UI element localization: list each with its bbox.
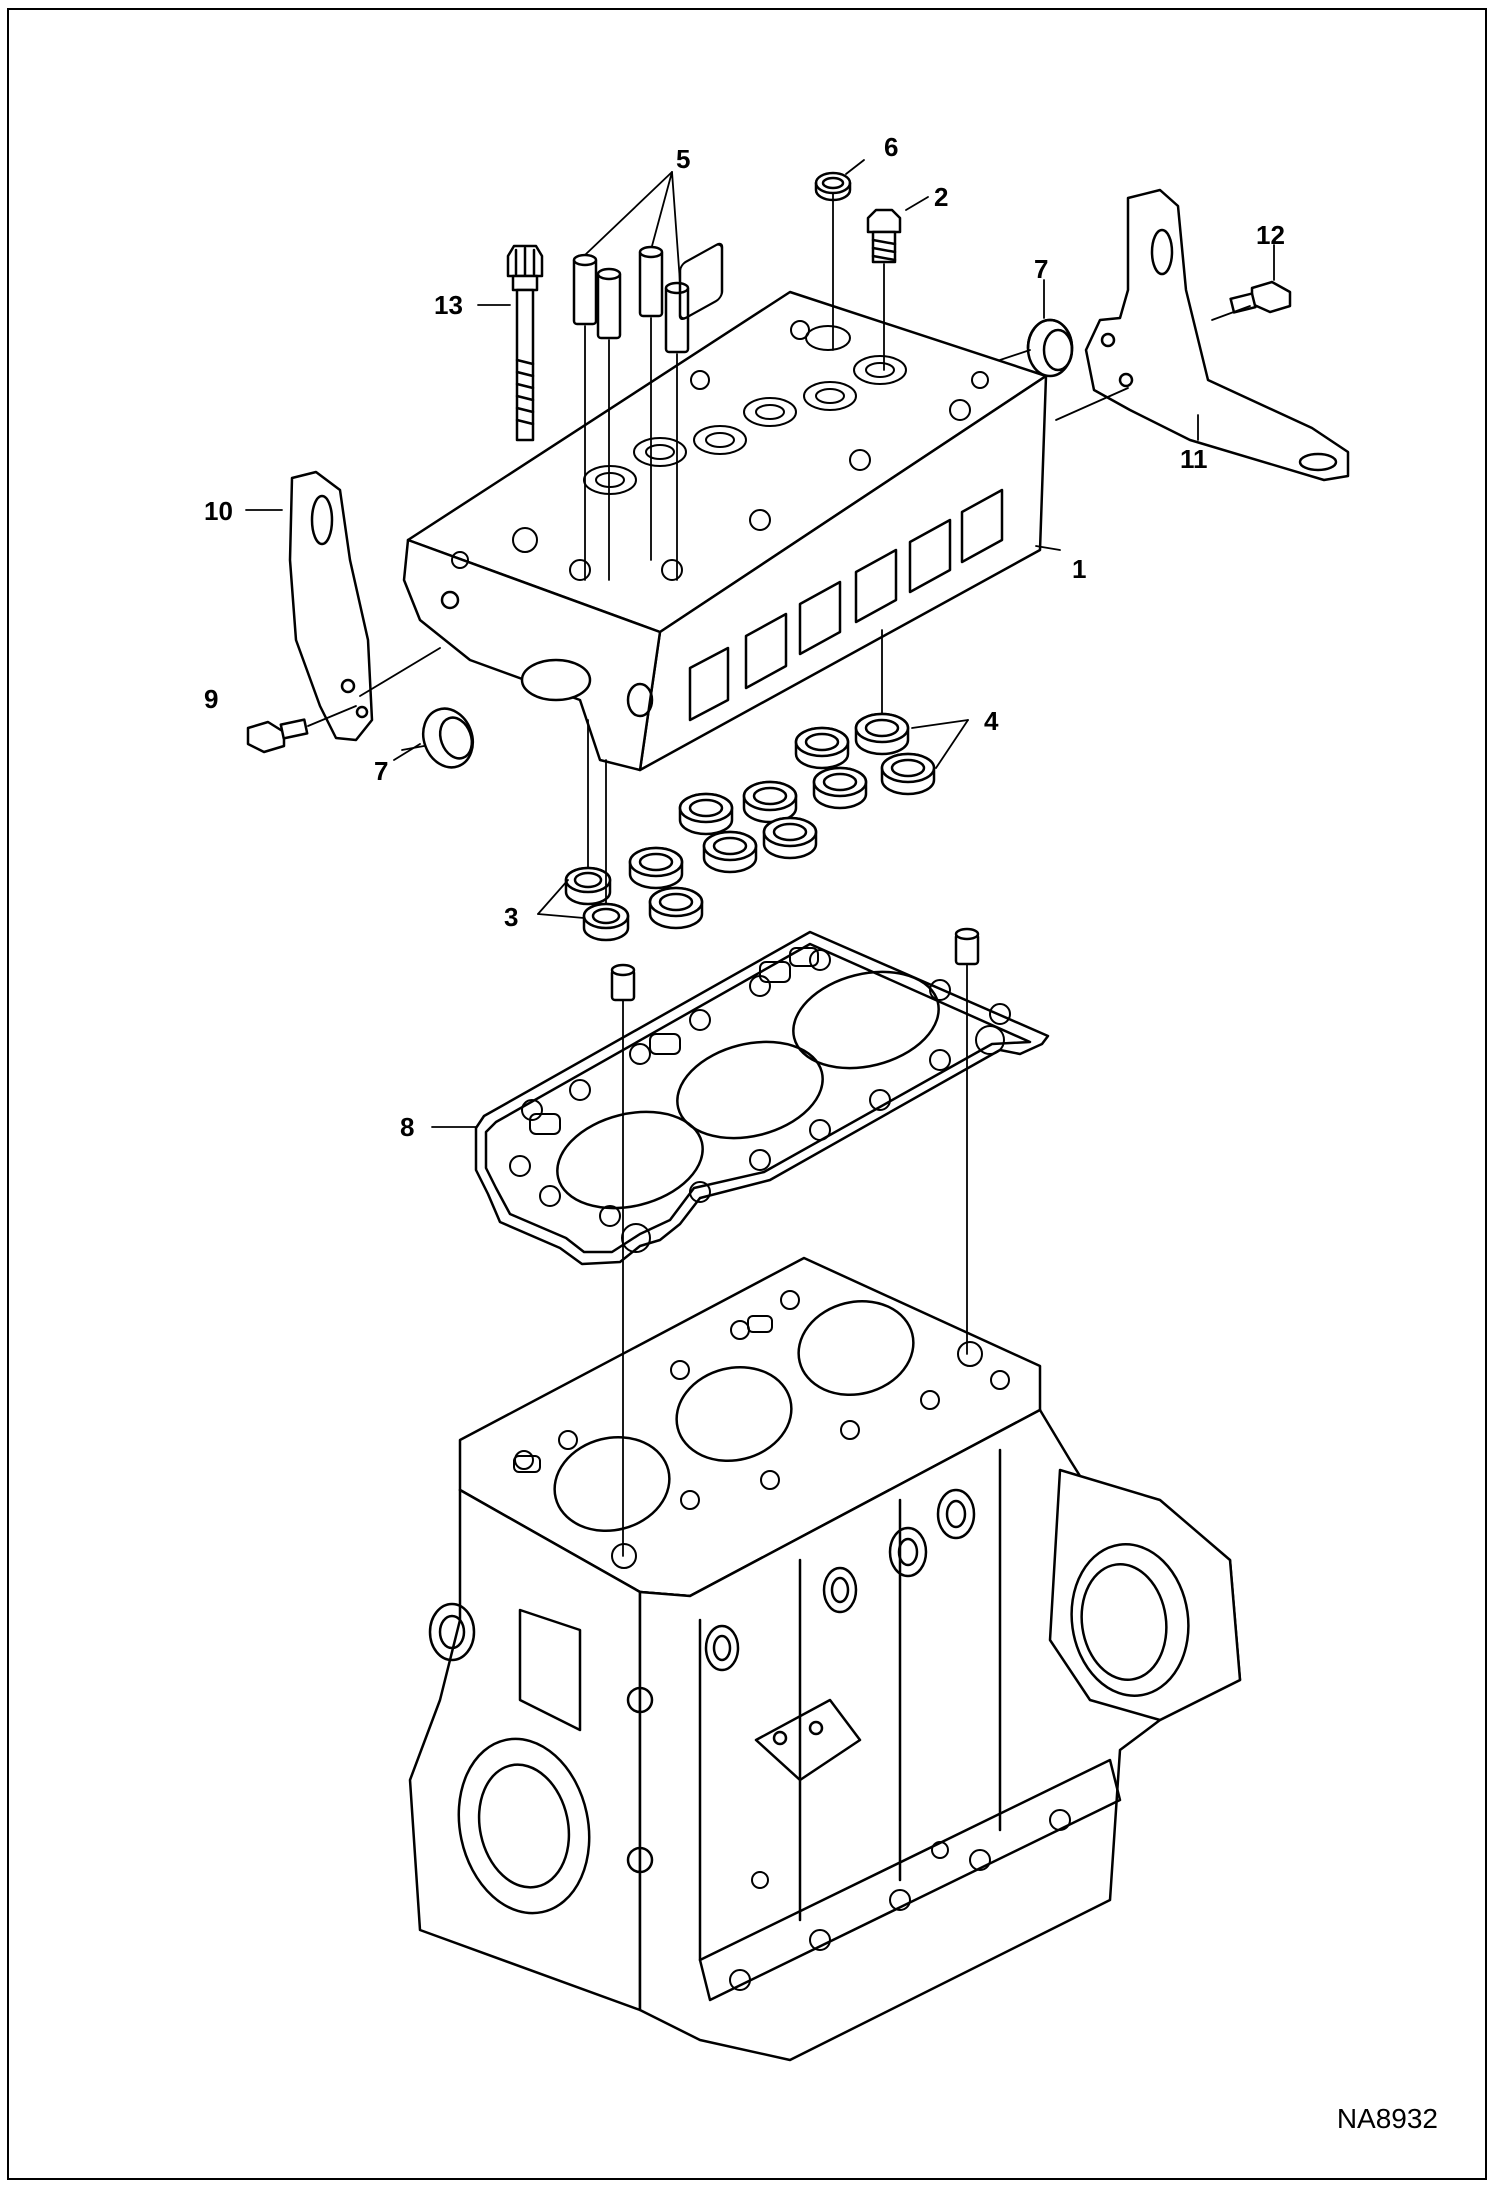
callout-4: 4 <box>984 706 999 736</box>
part-2-plug <box>866 208 902 264</box>
part-10-lifting-bracket-left <box>288 470 374 742</box>
callout-5: 5 <box>676 144 691 174</box>
leader-lines <box>245 159 1275 1557</box>
callout-7-right: 7 <box>1034 254 1049 284</box>
part-5-valve-guides <box>572 245 690 354</box>
part-13-head-bolt <box>506 244 544 442</box>
parts-3-4-valve-seals <box>564 712 936 942</box>
callout-2: 2 <box>934 182 949 212</box>
callout-6: 6 <box>884 132 899 162</box>
callout-7-left: 7 <box>374 756 389 786</box>
callout-1: 1 <box>1072 554 1087 584</box>
part-7-expansion-plug-left <box>421 707 475 769</box>
part-9-bolt-left <box>246 718 309 754</box>
cylinder-block <box>408 1256 1242 2062</box>
figure-id: NA8932 <box>1336 2103 1438 2134</box>
callout-8: 8 <box>400 1112 415 1142</box>
part-7-expansion-plug-right <box>1026 318 1074 378</box>
callout-3: 3 <box>504 902 519 932</box>
part-6-seal <box>814 171 852 202</box>
callout-11: 11 <box>1180 444 1208 474</box>
part-12-bolt-right <box>1229 280 1292 314</box>
part-8-head-gasket <box>474 930 1050 1266</box>
diagram-frame <box>7 8 1487 2180</box>
callout-12: 12 <box>1256 220 1285 250</box>
callout-10: 10 <box>204 496 233 526</box>
dowel-pins <box>610 927 980 1002</box>
callout-13: 13 <box>434 290 463 320</box>
part-11-lifting-bracket-right <box>1084 188 1350 482</box>
callout-9: 9 <box>204 684 219 714</box>
part-1-cylinder-head <box>402 242 1048 772</box>
